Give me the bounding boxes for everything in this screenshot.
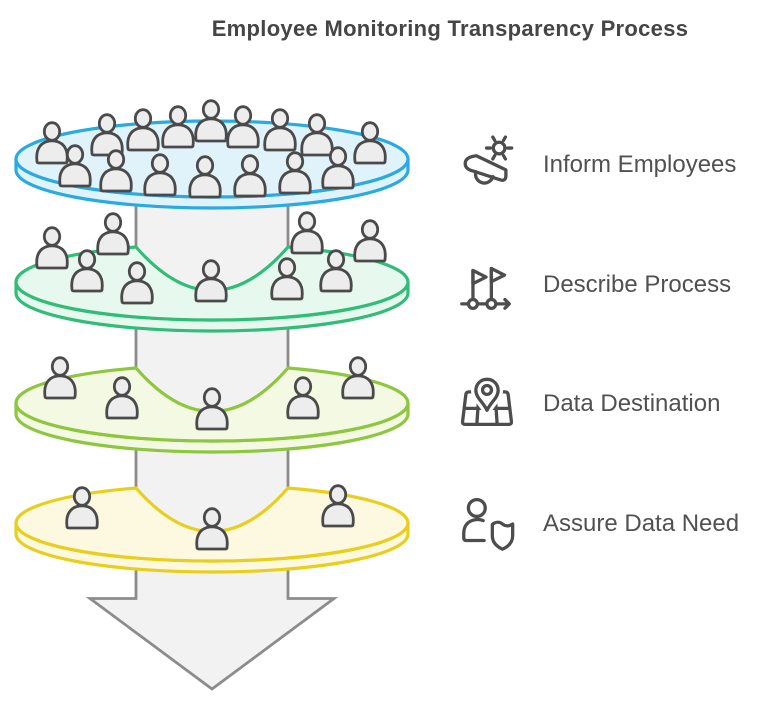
page-title: Employee Monitoring Transparency Process: [211, 16, 689, 41]
person-icon: [194, 99, 228, 143]
person-icon: [341, 356, 375, 400]
person-icon: [35, 121, 69, 165]
step-label-describe-process: Describe Process: [543, 271, 732, 298]
step-label-data-destination: Data Destination: [543, 390, 721, 417]
disc-level-4: [14, 486, 410, 574]
person-shield-icon: [462, 497, 518, 554]
person-icon: [35, 226, 69, 270]
map-pin-icon: [460, 374, 514, 426]
person-icon: [353, 121, 387, 165]
person-icon: [300, 113, 334, 157]
step-row-assure-data-need: Assure Data Need: [456, 489, 739, 559]
person-icon: [126, 108, 160, 152]
person-icon: [43, 356, 77, 400]
person-icon: [90, 113, 124, 157]
person-icon: [263, 108, 297, 152]
megaphone-sun-icon: [463, 135, 514, 185]
milestone-flags-icon: [460, 266, 511, 310]
step-row-describe-process: Describe Process: [456, 250, 731, 320]
person-icon: [226, 105, 260, 149]
step-row-data-destination: Data Destination: [456, 369, 720, 439]
step-label-assure-data-need: Assure Data Need: [543, 510, 740, 537]
person-icon: [96, 212, 130, 256]
person-icon: [353, 219, 387, 263]
step-label-inform-employees: Inform Employees: [543, 151, 737, 178]
person-icon: [290, 211, 324, 255]
person-icon: [161, 105, 195, 149]
step-row-inform-employees: Inform Employees: [456, 130, 736, 200]
